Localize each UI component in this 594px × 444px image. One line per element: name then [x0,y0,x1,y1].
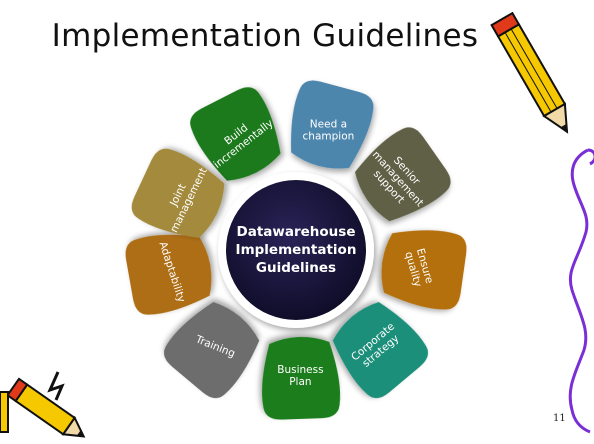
segment-shape [262,336,341,420]
pencil-edge-decoration [0,391,9,433]
segment-joint-management [131,148,225,238]
segment-senior-management-support [354,127,451,222]
segment-shape [332,302,429,399]
segment-shape [131,148,225,238]
scroll-curl-decoration [587,148,594,166]
segment-ensure-quality [381,230,467,310]
segment-shape [291,80,374,169]
pencil-doodle-decoration [47,371,65,401]
segment-build-incrementally [190,87,281,181]
segment-need-a-champion [291,80,374,169]
segment-corporate-strategy [332,302,429,399]
segment-shape [125,234,212,315]
segment-shape [354,127,451,222]
page-number: 11 [553,413,566,424]
segment-business-plan [262,336,341,420]
scroll-line-decoration [568,148,591,434]
segment-training [163,302,260,399]
segment-shape [190,87,281,181]
segment-shape [163,302,260,399]
segment-shape [381,230,467,310]
pencil-icon [490,11,569,134]
center-hub [226,180,366,320]
pencil-small-icon [6,377,86,438]
segment-adaptability [125,234,212,315]
slide-title: Implementation Guidelines [51,18,479,54]
